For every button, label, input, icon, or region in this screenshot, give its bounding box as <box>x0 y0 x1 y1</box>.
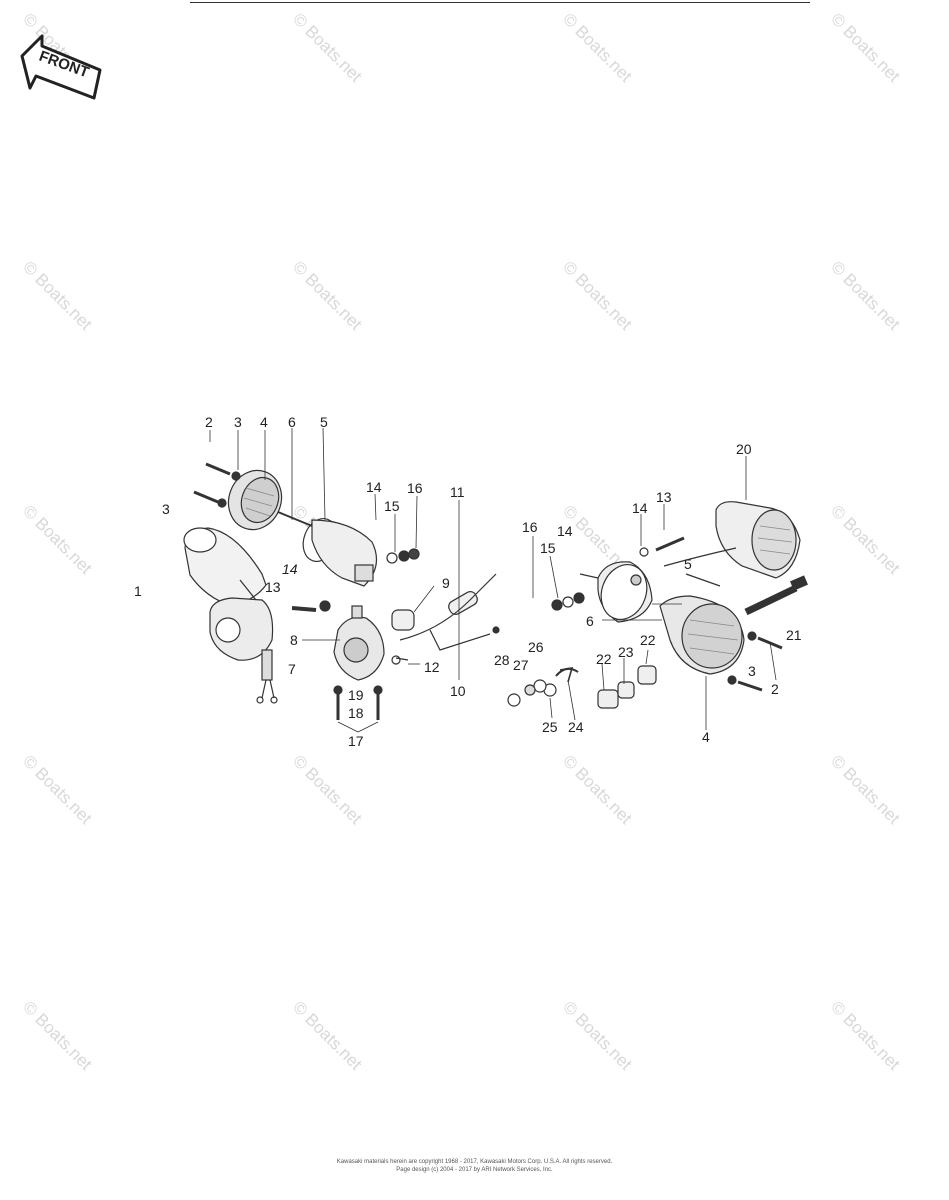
watermark: © Boats.net <box>559 997 636 1074</box>
screws-right <box>727 631 783 692</box>
callout-13: 13 <box>656 489 672 505</box>
left-turn-signal-assembly <box>183 427 500 733</box>
watermark: © Boats.net <box>559 257 636 334</box>
stud-bolt <box>744 575 808 616</box>
flasher-relay <box>333 605 385 720</box>
callout-4: 4 <box>702 729 710 745</box>
callout-14: 14 <box>366 479 382 495</box>
watermark: © Boats.net <box>19 751 96 828</box>
callout-15: 15 <box>384 498 400 514</box>
lens-right <box>659 595 745 675</box>
callout-13: 13 <box>265 579 281 595</box>
watermark: © Boats.net <box>827 997 904 1074</box>
socket-chain <box>507 665 657 709</box>
right-turn-signal-assembly <box>507 456 808 730</box>
callout-19: 19 <box>348 687 364 703</box>
callout-12: 12 <box>424 659 440 675</box>
bolt-13-left <box>291 600 331 612</box>
callout-20: 20 <box>736 441 752 457</box>
watermark: © Boats.net <box>19 257 96 334</box>
housing-right <box>579 561 653 623</box>
wiring-left <box>391 573 500 665</box>
screws-left <box>193 462 241 508</box>
footer-copyright: Kawasaki materials herein are copyright … <box>336 1159 613 1165</box>
callout-5: 5 <box>684 556 692 572</box>
watermark: © Boats.net <box>559 9 636 86</box>
callout-14: 14 <box>557 523 573 539</box>
watermark: © Boats.net <box>559 751 636 828</box>
bracket-housing <box>209 597 278 704</box>
callout-11: 11 <box>450 484 465 500</box>
callout-2: 2 <box>205 414 213 430</box>
callout-1: 1 <box>134 583 142 599</box>
callout-7: 7 <box>288 661 296 677</box>
callout-27: 27 <box>513 657 529 673</box>
callout-14: 14 <box>632 500 648 516</box>
leader-lines-left <box>209 427 460 733</box>
top-border-line <box>190 2 810 3</box>
watermark: © Boats.net <box>827 257 904 334</box>
callout-15: 15 <box>540 540 556 556</box>
callout-8: 8 <box>290 632 298 648</box>
callout-6: 6 <box>288 414 296 430</box>
callout-17: 17 <box>348 733 364 749</box>
callout-3: 3 <box>162 501 170 517</box>
watermark: © Boats.net <box>289 257 366 334</box>
watermark: © Boats.net <box>19 997 96 1074</box>
callout-10: 10 <box>450 683 466 699</box>
callout-5: 5 <box>320 414 328 430</box>
watermark: © Boats.net <box>19 501 96 578</box>
callout-16: 16 <box>407 480 423 496</box>
watermark: © Boats.net <box>289 997 366 1074</box>
callout-24: 24 <box>568 719 584 735</box>
callout-6: 6 <box>586 613 594 629</box>
callout-22: 22 <box>640 632 656 648</box>
watermark: © Boats.net <box>827 751 904 828</box>
callout-2: 2 <box>771 681 779 697</box>
callout-14: 14 <box>282 561 298 577</box>
callout-16: 16 <box>522 519 538 535</box>
leader-lines-right <box>532 456 777 730</box>
nuts-left <box>386 548 420 564</box>
callout-21: 21 <box>786 627 802 643</box>
tail-light <box>663 501 801 587</box>
callout-3: 3 <box>234 414 242 430</box>
callout-9: 9 <box>442 575 450 591</box>
watermark: © Boats.net <box>289 751 366 828</box>
watermark: © Boats.net <box>289 9 366 86</box>
nuts-right <box>551 536 685 611</box>
callout-3: 3 <box>748 663 756 679</box>
footer-page-design: Page design (c) 2004 - 2017 by ARI Netwo… <box>396 1167 553 1173</box>
callout-23: 23 <box>618 644 634 660</box>
housing-left <box>277 511 378 587</box>
callout-22: 22 <box>596 651 612 667</box>
lens-left <box>227 469 283 531</box>
headlight-housing <box>183 527 267 611</box>
callout-18: 18 <box>348 705 364 721</box>
watermark: © Boats.net <box>827 9 904 86</box>
callout-26: 26 <box>528 639 544 655</box>
callout-28: 28 <box>494 652 510 668</box>
callout-25: 25 <box>542 719 558 735</box>
callout-4: 4 <box>260 414 268 430</box>
callout-labels: 1 2 3 3 4 6 5 14 15 16 11 9 14 13 8 7 12… <box>134 414 802 749</box>
watermark: © Boats.net <box>827 501 904 578</box>
